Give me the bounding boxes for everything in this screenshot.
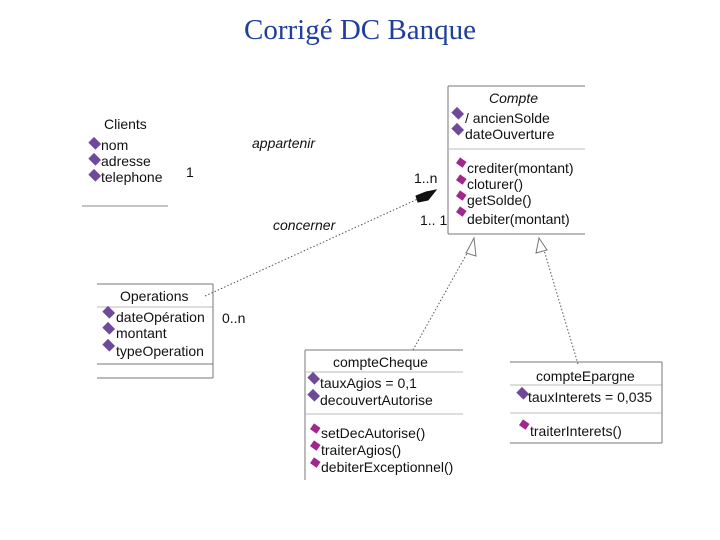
concerner-line: [204, 197, 421, 297]
class-compte-cheque-operation: setDecAutorise(): [321, 425, 425, 441]
appartenir-mult-compte: 1..n: [414, 170, 437, 186]
page-title: Corrigé DC Banque: [244, 14, 476, 46]
operation-icon: [456, 206, 467, 217]
attribute-icon: [307, 371, 321, 385]
association-lines: [204, 189, 579, 365]
class-compte-epargne-name: compteEpargne: [536, 368, 635, 384]
class-compte-epargne-attribute: tauxInterets = 0,035: [528, 389, 652, 405]
attribute-icon: [307, 388, 321, 402]
class-clients: Clients nom adresse telephone: [82, 116, 168, 207]
class-clients-attribute: adresse: [101, 153, 151, 169]
concerner-label: concerner: [273, 217, 337, 233]
class-compte-attribute: / ancienSolde: [465, 110, 550, 126]
class-compte-cheque: compteCheque tauxAgios = 0,1 decouvertAu…: [304, 349, 463, 480]
class-compte: Compte / ancienSolde dateOuverture credi…: [447, 85, 585, 235]
operation-icon: [310, 457, 321, 468]
class-compte-operation: crediter(montant): [467, 160, 574, 176]
attribute-icon: [102, 321, 116, 335]
class-compte-epargne-operation: traiterInterets(): [530, 423, 622, 439]
concerner-mult-operations: 0..n: [222, 310, 245, 326]
class-compte-cheque-name: compteCheque: [333, 354, 428, 370]
class-compte-operation: getSolde(): [467, 192, 532, 208]
class-clients-name: Clients: [104, 116, 147, 132]
attribute-icon: [102, 305, 116, 319]
class-operations-attribute: typeOperation: [116, 343, 204, 359]
attribute-icon: [516, 386, 530, 400]
operation-icon: [456, 174, 467, 185]
appartenir-mult-clients: 1: [186, 164, 194, 180]
class-compte-operation: debiter(montant): [467, 211, 570, 227]
class-compte-epargne: compteEpargne tauxInterets = 0,035 trait…: [510, 361, 663, 444]
appartenir-label: appartenir: [252, 135, 316, 151]
class-operations-attribute: dateOpération: [116, 309, 205, 325]
class-operations: Operations dateOpération montant typeOpe…: [97, 283, 214, 379]
concerner-mult-compte: 1.. 1: [420, 212, 447, 228]
class-compte-attribute: dateOuverture: [465, 126, 555, 142]
class-compte-cheque-operation: traiterAgios(): [321, 442, 401, 458]
attribute-icon: [451, 122, 465, 136]
aggregation-diamond: [415, 189, 438, 203]
operation-icon: [519, 419, 530, 430]
class-compte-cheque-operation: debiterExceptionnel(): [321, 459, 453, 475]
operation-icon: [456, 190, 467, 201]
class-compte-cheque-attribute: decouvertAutorise: [320, 392, 433, 408]
attribute-icon: [88, 136, 102, 150]
class-compte-operation: cloturer(): [467, 176, 523, 192]
generalization-epargne-line: [543, 249, 579, 365]
attribute-icon: [102, 338, 116, 352]
class-operations-name: Operations: [120, 288, 188, 304]
class-compte-cheque-attribute: tauxAgios = 0,1: [320, 375, 417, 391]
operation-icon: [456, 157, 467, 168]
attribute-icon: [451, 106, 465, 120]
operation-icon: [310, 440, 321, 451]
operation-icon: [310, 423, 321, 434]
attribute-icon: [88, 168, 102, 182]
attribute-icon: [88, 152, 102, 166]
class-operations-attribute: montant: [116, 325, 167, 341]
generalization-cheque-line: [412, 247, 471, 351]
class-clients-attribute: nom: [101, 137, 128, 153]
class-compte-name: Compte: [489, 90, 538, 106]
generalization-epargne-arrow: [535, 236, 548, 254]
generalization-cheque-arrow: [465, 236, 477, 257]
class-clients-attribute: telephone: [101, 169, 163, 185]
